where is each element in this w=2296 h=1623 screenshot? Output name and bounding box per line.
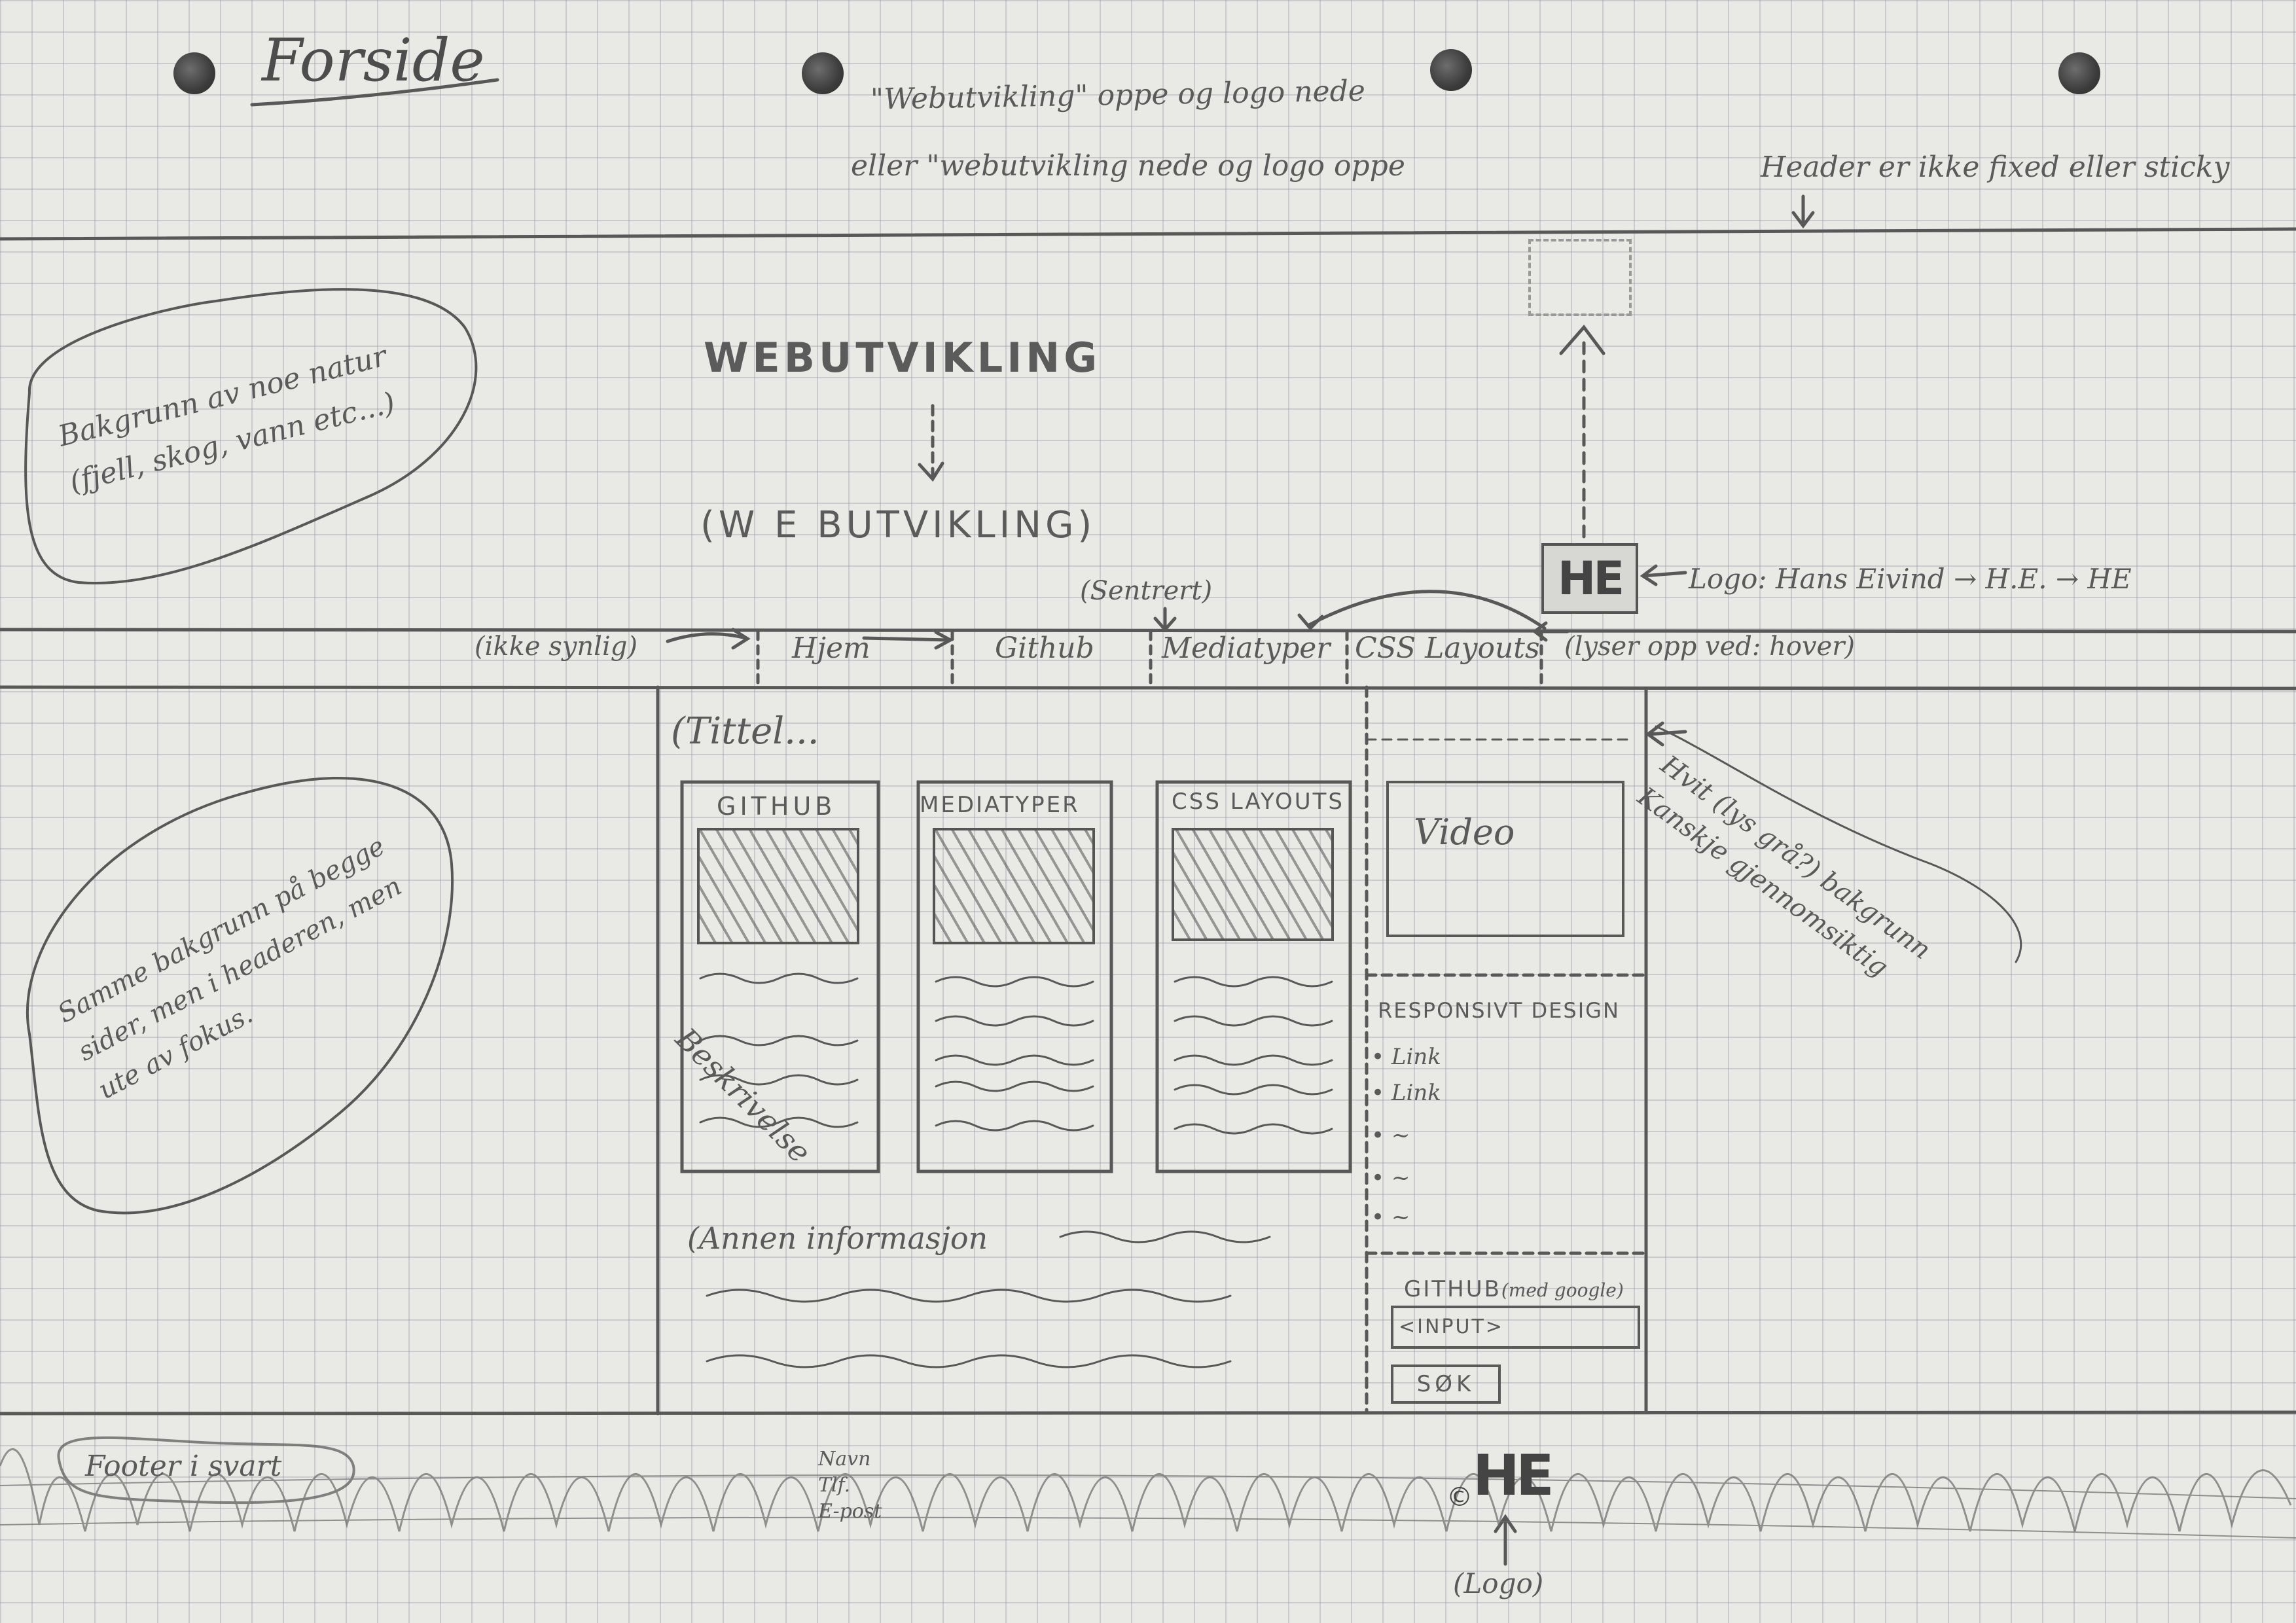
nav-item-hjem[interactable]: Hjem <box>792 632 870 665</box>
card-title-mediatyper: MEDIATYPER <box>920 792 1080 818</box>
sidebar-responsive-title: RESPONSIVT DESIGN <box>1378 998 1620 1023</box>
sidebar-link-3[interactable]: • ~ <box>1371 1122 1410 1149</box>
footer-note: Footer i svart <box>85 1450 282 1483</box>
punch-hole <box>173 52 215 94</box>
card-image-github <box>697 828 859 944</box>
search-button[interactable]: SØK <box>1391 1364 1501 1404</box>
bullet-icon: • ~ <box>1371 1204 1410 1230</box>
note-not-visible: (ikke synlig) <box>475 632 637 662</box>
note-header-order-2: eller "webutvikling nede og logo oppe <box>851 149 1405 183</box>
bullet-icon: • ~ <box>1371 1165 1410 1191</box>
page-title: Forside <box>262 26 485 95</box>
logo-placeholder-top <box>1528 239 1632 316</box>
sidebar-search-title: GITHUB(med google) <box>1404 1276 1624 1302</box>
note-logo: Logo: Hans Eivind → H.E. → HE <box>1689 563 2132 595</box>
bullet-icon: • ~ <box>1371 1122 1410 1149</box>
main-title: (Tittel... <box>671 710 819 753</box>
sidebar-search-title-text: GITHUB <box>1404 1276 1501 1302</box>
header-logo-text: HE <box>1557 552 1624 605</box>
footer-contact: Navn Tlf. E-post <box>818 1446 882 1525</box>
footer-copyright: © <box>1446 1482 1473 1512</box>
footer-contact-email: E-post <box>818 1500 882 1523</box>
nav-item-mediatyper[interactable]: Mediatyper <box>1162 632 1331 665</box>
punch-hole <box>1430 49 1472 91</box>
sidebar-search-note: (med google) <box>1501 1279 1624 1301</box>
card-title-github: GITHUB <box>717 792 836 821</box>
note-hover: (lyser opp ved: hover) <box>1564 632 1855 662</box>
card-image-css-layouts <box>1172 828 1334 941</box>
nav-item-css-layouts[interactable]: CSS Layouts <box>1355 632 1540 665</box>
card-title-css-layouts: CSS LAYOUTS <box>1172 789 1344 815</box>
card-image-mediatyper <box>933 828 1095 944</box>
sidebar-link-1[interactable]: • Link <box>1371 1044 1441 1070</box>
punch-hole <box>802 52 844 94</box>
footer-logo-label: (Logo) <box>1453 1567 1544 1599</box>
header-logo: HE <box>1541 543 1638 614</box>
site-title: WEBUTVIKLING <box>704 334 1102 382</box>
sidebar-link-2[interactable]: • Link <box>1371 1080 1441 1106</box>
footer-contact-name: Navn <box>818 1448 871 1471</box>
note-header-not-fixed: Header er ikke fixed eller sticky <box>1761 151 2230 184</box>
footer-logo: HE <box>1473 1443 1554 1508</box>
sidebar-link-5[interactable]: • ~ <box>1371 1204 1410 1230</box>
search-input[interactable]: <INPUT> <box>1391 1306 1640 1349</box>
footer-contact-phone: Tlf. <box>818 1474 851 1497</box>
bullet-icon: • <box>1371 1080 1391 1106</box>
main-other-info: (Annen informasjon <box>687 1221 988 1256</box>
site-title-alt: (W E BUTVIKLING) <box>700 504 1096 546</box>
sidebar-link-4[interactable]: • ~ <box>1371 1165 1410 1191</box>
nav-item-github[interactable]: Github <box>995 632 1094 665</box>
note-centered: (Sentrert) <box>1080 576 1213 606</box>
sidebar-video-label[interactable]: Video <box>1414 812 1515 853</box>
punch-hole <box>2058 52 2100 94</box>
search-input-placeholder: <INPUT> <box>1399 1315 1504 1338</box>
bullet-icon: • <box>1371 1044 1391 1070</box>
search-button-label: SØK <box>1416 1371 1475 1397</box>
